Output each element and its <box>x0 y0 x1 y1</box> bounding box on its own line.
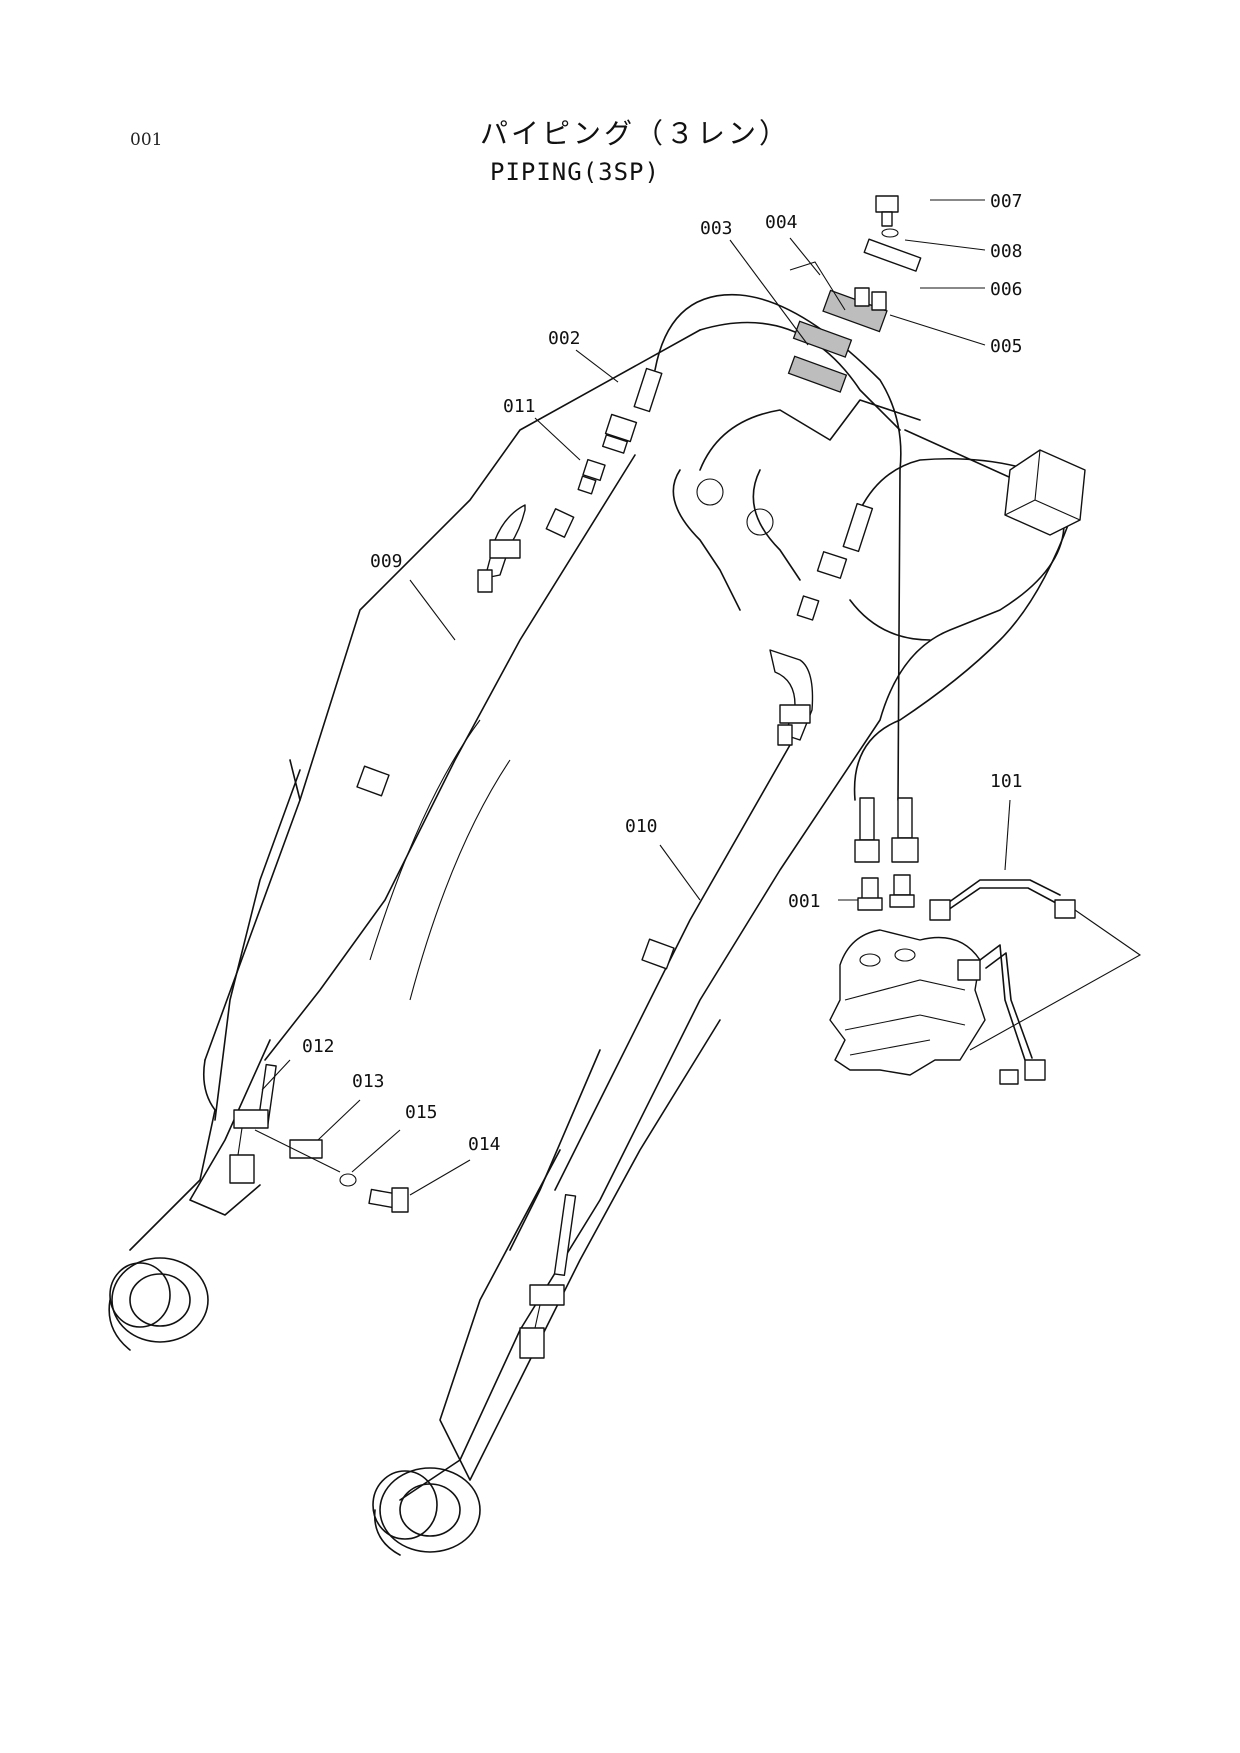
callout-003: 003 <box>700 218 733 239</box>
clamp-blocks-003-005 <box>787 195 922 393</box>
callout-002: 002 <box>548 328 581 349</box>
adapter-011 <box>577 458 606 495</box>
callout-014: 014 <box>468 1134 501 1155</box>
fitting-002 <box>601 367 663 454</box>
hoses <box>264 293 1081 1191</box>
callout-010: 010 <box>625 816 658 837</box>
callout-008: 008 <box>990 241 1023 262</box>
snap-ring-015 <box>339 1173 357 1187</box>
callout-004: 004 <box>765 212 798 233</box>
callout-009: 009 <box>370 551 403 572</box>
fitting-009-bottom <box>229 1063 277 1184</box>
title-japanese: パイピング（３レン） <box>480 117 791 150</box>
callout-labels: 002 011 003 004 007 008 006 005 009 010 … <box>302 191 1023 1155</box>
boom-outline <box>108 321 1065 1556</box>
fitting-010-bottom <box>519 1193 577 1359</box>
callout-012: 012 <box>302 1036 335 1057</box>
control-valve-001 <box>829 797 986 1076</box>
bolt-014 <box>368 1187 409 1213</box>
clamp-010-mid <box>641 938 675 970</box>
clamp-013 <box>289 1139 323 1159</box>
fitting-010-top <box>769 502 874 746</box>
callout-001: 001 <box>788 891 821 912</box>
callout-005: 005 <box>990 336 1023 357</box>
callout-015: 015 <box>405 1102 438 1123</box>
page-number: 001 <box>130 130 163 150</box>
valve-block-top-right <box>1004 449 1086 536</box>
callout-011: 011 <box>503 396 536 417</box>
elbow-009 <box>477 504 575 593</box>
pipe-101 <box>929 879 1142 1085</box>
parts <box>229 195 1142 1359</box>
callout-101: 101 <box>990 771 1023 792</box>
callout-013: 013 <box>352 1071 385 1092</box>
title-english: PIPING(3SP) <box>490 158 660 186</box>
leader-lines <box>261 199 1011 1196</box>
clamp-009-mid <box>356 765 390 797</box>
callout-007: 007 <box>990 191 1023 212</box>
callout-006: 006 <box>990 279 1023 300</box>
